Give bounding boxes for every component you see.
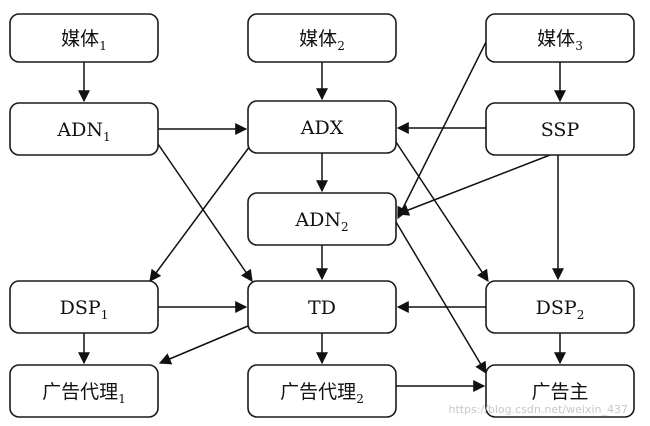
node-label-dsp1: DSP1	[60, 297, 109, 322]
node-box-agency2	[247, 364, 397, 418]
node-adn1: ADN1	[9, 102, 159, 156]
node-label-adx: ADX	[300, 117, 344, 139]
node-box-dsp1	[9, 280, 159, 334]
node-label-subscript: 2	[341, 220, 349, 234]
watermark-text: https://blog.csdn.net/weixin_437	[448, 403, 628, 416]
node-label-dsp2: DSP2	[536, 297, 585, 322]
arrow-media3-to-adn2	[397, 41, 487, 220]
node-label-text: ADN	[56, 119, 103, 141]
arrow-adx-to-dsp1	[149, 145, 251, 282]
node-label-media1: 媒体1	[61, 28, 107, 53]
node-label-subscript: 3	[575, 39, 583, 53]
node-label-subscript: 2	[356, 392, 364, 406]
arrow-adn2-to-advertiser	[395, 221, 487, 375]
node-label-text: 媒体	[299, 28, 337, 50]
node-label-agency2: 广告代理2	[280, 381, 364, 406]
node-label-text: 广告代理	[280, 381, 356, 403]
node-td: TD	[247, 280, 397, 334]
node-box-media2	[247, 13, 397, 63]
node-box-adx	[247, 100, 397, 154]
node-label-adn2: ADN2	[294, 209, 348, 234]
node-label-subscript: 2	[577, 308, 585, 322]
node-box-td	[247, 280, 397, 334]
node-box-dsp2	[485, 280, 635, 334]
node-label-text: 广告代理	[42, 381, 118, 403]
node-label-text: SSP	[541, 119, 580, 141]
node-label-text: DSP	[536, 297, 577, 319]
node-label-advertiser: 广告主	[531, 381, 588, 403]
node-label-text: 媒体	[61, 28, 99, 50]
arrow-adx-to-dsp2	[395, 141, 489, 283]
node-label-media3: 媒体3	[537, 28, 583, 53]
node-adx: ADX	[247, 100, 397, 154]
edges	[78, 41, 566, 392]
node-agency1: 广告代理1	[9, 364, 159, 418]
node-label-text: 广告主	[531, 381, 588, 403]
node-box-adn2	[247, 192, 397, 246]
node-label-text: DSP	[60, 297, 101, 319]
node-dsp1: DSP1	[9, 280, 159, 334]
node-media1: 媒体1	[9, 13, 159, 63]
node-adn2: ADN2	[247, 192, 397, 246]
node-label-text: 媒体	[537, 28, 575, 50]
node-box-adn1	[9, 102, 159, 156]
node-dsp2: DSP2	[485, 280, 635, 334]
node-label-text: ADX	[300, 117, 344, 139]
node-box-ssp	[485, 102, 635, 156]
node-label-agency1: 广告代理1	[42, 381, 126, 406]
node-ssp: SSP	[485, 102, 635, 156]
node-box-advertiser	[485, 364, 635, 418]
arrow-adn1-to-td	[157, 143, 253, 282]
node-media2: 媒体2	[247, 13, 397, 63]
node-label-subscript: 1	[101, 308, 109, 322]
node-media3: 媒体3	[485, 13, 635, 63]
node-label-adn1: ADN1	[56, 119, 110, 144]
arrow-ssp-to-adn2	[396, 154, 551, 216]
node-label-subscript: 1	[118, 392, 126, 406]
node-label-text: ADN	[294, 209, 341, 231]
node-label-media2: 媒体2	[299, 28, 345, 53]
node-box-agency1	[9, 364, 159, 418]
node-label-subscript: 1	[99, 39, 107, 53]
node-advertiser: 广告主	[485, 364, 635, 418]
node-label-subscript: 2	[337, 39, 345, 53]
node-agency2: 广告代理2	[247, 364, 397, 418]
node-label-subscript: 1	[103, 130, 111, 144]
node-box-media3	[485, 13, 635, 63]
arrow-td-to-agency1	[158, 325, 249, 365]
node-label-td: TD	[308, 297, 336, 319]
node-label-ssp: SSP	[541, 119, 580, 141]
node-label-text: TD	[308, 297, 336, 319]
node-box-media1	[9, 13, 159, 63]
